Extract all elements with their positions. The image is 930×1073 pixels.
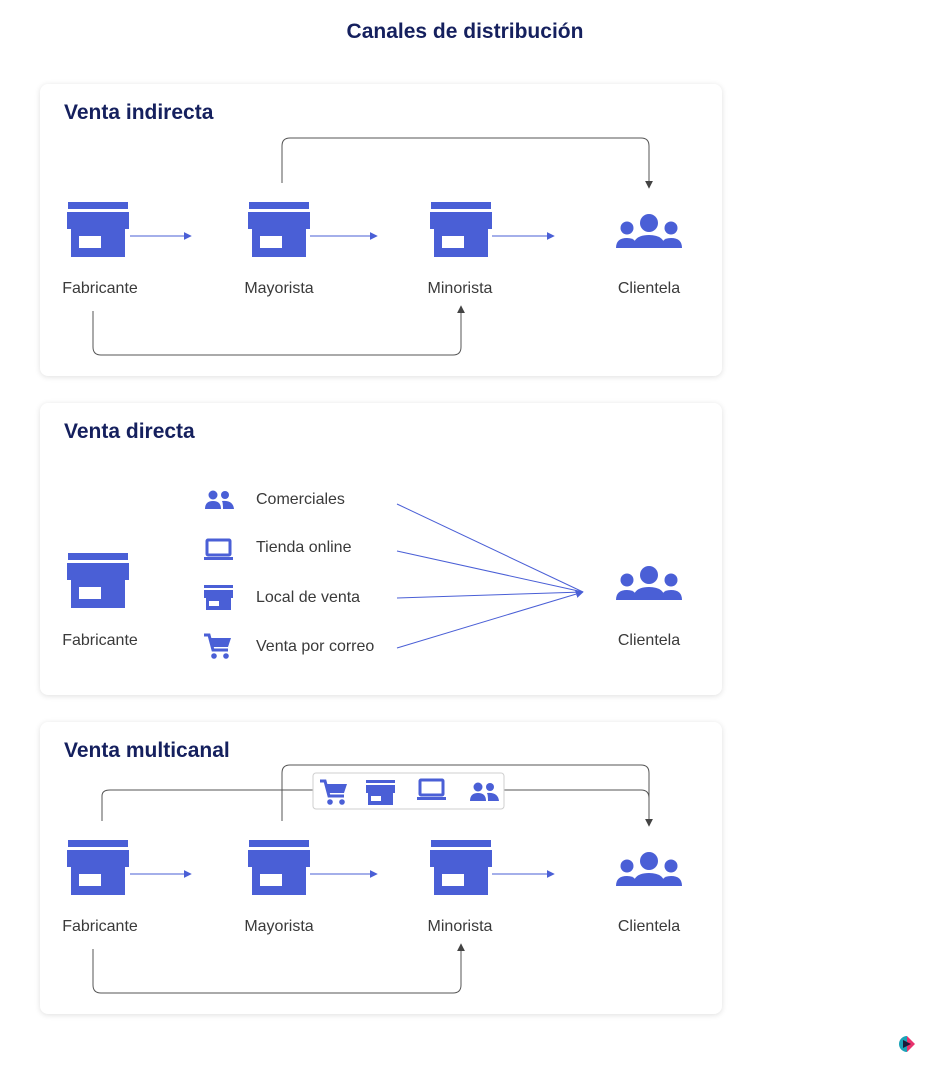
channel-label: Tienda online <box>256 539 352 556</box>
multichannel-sales-title: Venta multicanal <box>64 739 230 762</box>
bypass-bottom-connector <box>92 943 465 994</box>
node-label: Clientela <box>617 918 681 935</box>
target-label: Clientela <box>617 632 681 649</box>
bypass-bottom-connector <box>92 305 465 356</box>
store-icon <box>430 202 492 257</box>
people-icon <box>616 852 682 886</box>
direct-flow-diagram <box>67 490 682 661</box>
brand-logo-icon <box>899 1036 915 1052</box>
node-label: Mayorista <box>244 918 314 935</box>
indirect-flow-diagram <box>67 137 682 356</box>
multichannel-flow-diagram <box>67 764 682 994</box>
channel-label: Local de venta <box>256 589 361 606</box>
store-icon <box>248 840 310 895</box>
store-icon <box>67 840 129 895</box>
direct-sales-title: Venta directa <box>64 420 195 443</box>
bypass-top-connector <box>281 764 653 827</box>
people-icon <box>616 214 682 248</box>
laptop-icon <box>202 538 235 562</box>
store-icon <box>248 202 310 257</box>
people-icon <box>616 566 682 600</box>
channel-connector <box>396 503 584 593</box>
page-title: Canales de distribución <box>346 20 584 43</box>
indirect-sales-card: Venta indirecta Fabricante Mayorista Min… <box>40 84 722 376</box>
node-label: Minorista <box>427 280 493 297</box>
node-label: Fabricante <box>62 280 138 297</box>
indirect-sales-title: Venta indirecta <box>64 101 214 124</box>
store-icon <box>67 202 129 257</box>
cart-icon <box>202 633 233 661</box>
store-icon <box>204 585 233 610</box>
source-label: Fabricante <box>62 632 138 649</box>
node-label: Mayorista <box>244 280 314 297</box>
channel-connector <box>396 590 584 649</box>
channel-label: Comerciales <box>256 491 345 508</box>
node-label: Clientela <box>617 280 681 297</box>
channel-label: Venta por correo <box>256 638 375 655</box>
channel-icons-box <box>312 772 505 810</box>
multichannel-sales-card: Venta multicanal Fabricante Mayorista Mi… <box>40 722 722 1014</box>
bypass-top-connector <box>281 137 653 189</box>
people-icon <box>205 490 234 509</box>
store-icon <box>430 840 492 895</box>
direct-sales-card: Venta directa Fabricante Clientela Comer… <box>40 403 722 695</box>
channel-connector <box>396 550 584 593</box>
channel-connector <box>396 591 584 599</box>
store-icon <box>67 553 129 608</box>
node-label: Minorista <box>427 918 493 935</box>
bypass-top-connector <box>101 789 650 821</box>
node-label: Fabricante <box>62 918 138 935</box>
